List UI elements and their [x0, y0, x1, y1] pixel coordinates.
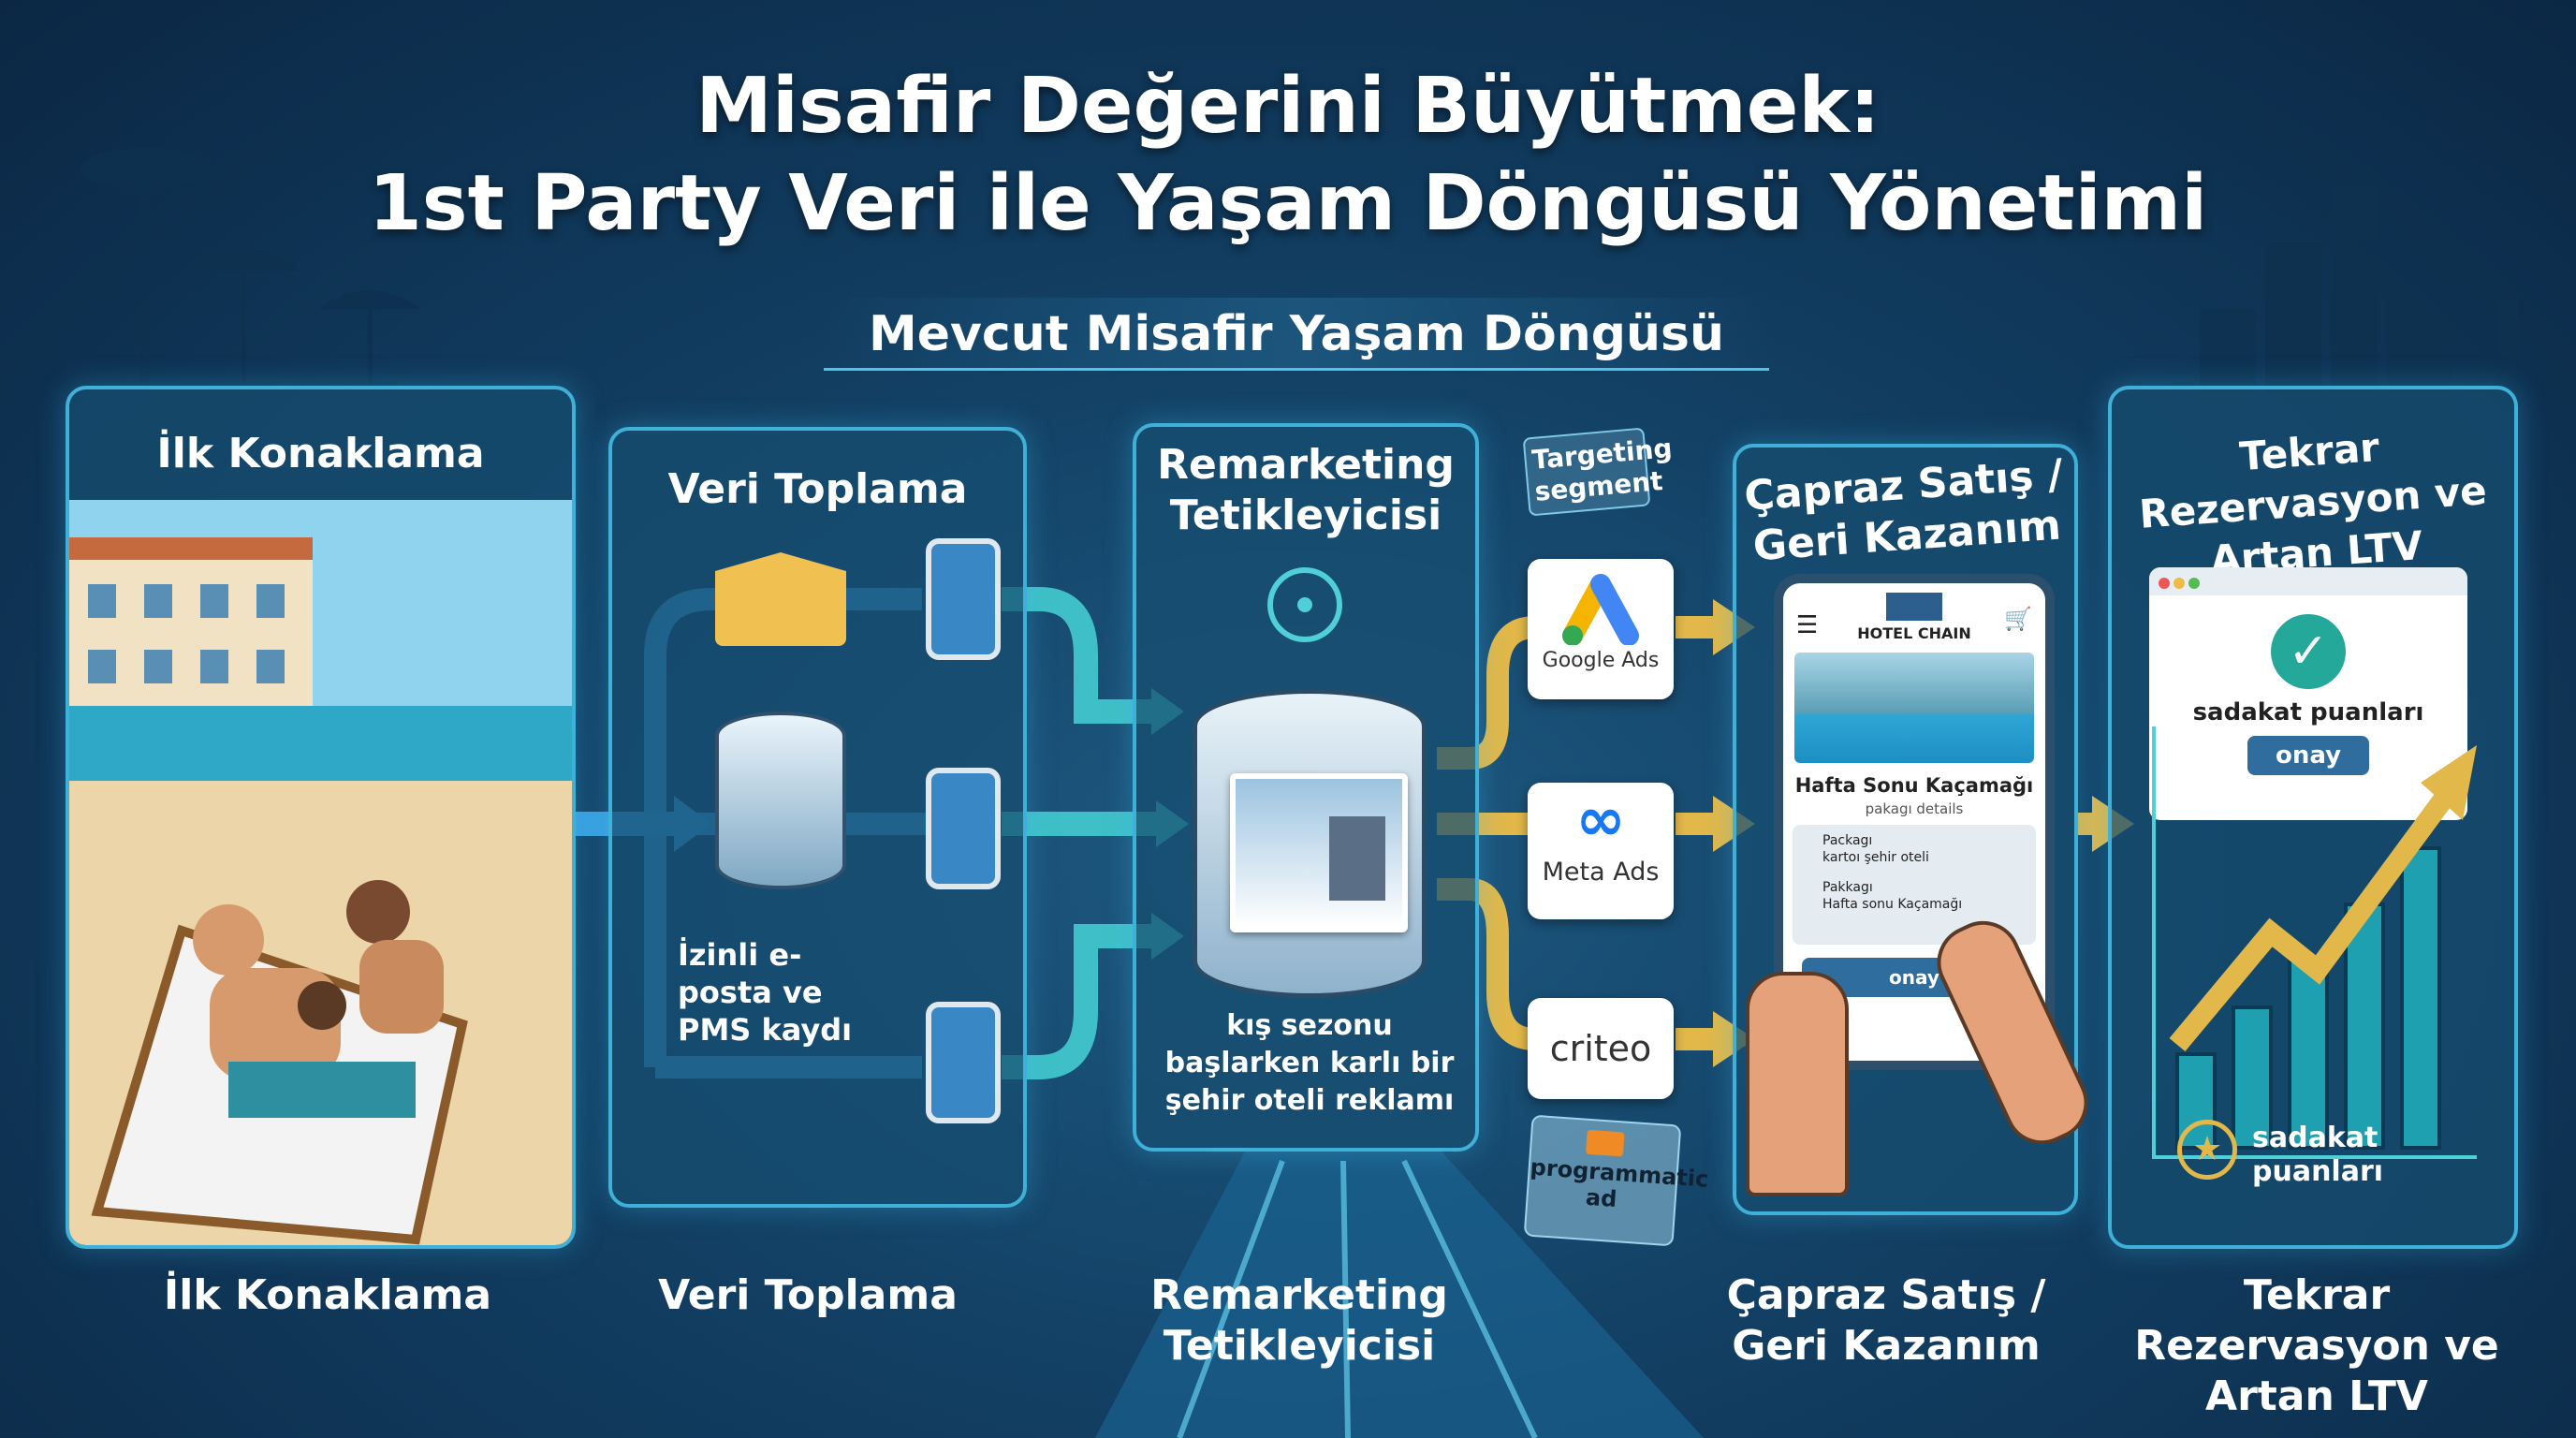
- stage-first-stay-panel: İlk Konaklama: [66, 386, 576, 1249]
- targeting-segment-label: Targeting segment: [1522, 427, 1674, 517]
- package-headline: Hafta Sonu Kaçamağı: [1794, 774, 2034, 797]
- growth-bar-chart-illustration: [2152, 726, 2477, 1159]
- database-icon: [715, 712, 846, 889]
- meta-ads-card[interactable]: ∞ Meta Ads: [1528, 783, 1674, 919]
- package-item[interactable]: Packagı kartoı şehir oteli: [1800, 832, 2028, 866]
- stage-title: Veri Toplama: [667, 465, 968, 513]
- meta-logo-icon: ∞: [1575, 785, 1626, 855]
- programmatic-logo-icon: [1585, 1129, 1625, 1157]
- hand-illustration: [1746, 972, 1849, 1196]
- loyalty-points-text: sadakat puanları: [2192, 698, 2424, 726]
- package-item-text: kartoı şehir oteli: [1822, 850, 1929, 865]
- phone-icon: [926, 538, 1001, 660]
- loyalty-confirm-button[interactable]: onay: [2247, 736, 2369, 775]
- road-glow: [1095, 1152, 1704, 1438]
- hotel-chain-brand: HOTEL CHAIN: [1857, 624, 1971, 642]
- target-crosshair-icon: [1267, 567, 1342, 642]
- stage-label-data-collection: Veri Toplama: [658, 1271, 958, 1319]
- email-envelope-icon: [715, 552, 846, 646]
- channel-label: Google Ads: [1542, 649, 1660, 672]
- menu-icon[interactable]: ☰: [1796, 611, 1819, 639]
- cart-icon[interactable]: 🛒: [2004, 606, 2032, 632]
- loyalty-window-card: ✓ sadakat puanları onay: [2149, 567, 2467, 820]
- stage-remarketing-panel: Remarketing Tetikleyicisi kış sezonu baş…: [1133, 423, 1479, 1152]
- remarketing-caption: kış sezonu başlarken karlı bir şehir ote…: [1164, 1009, 1455, 1117]
- programmatic-ad-card[interactable]: programmatic ad: [1523, 1114, 1710, 1247]
- palm-silhouette-icon: [80, 148, 421, 384]
- stage-label-repeat-booking: Tekrar Rezervasyon ve Artan LTV: [2134, 1271, 2499, 1420]
- pool-villa-image: [1794, 653, 2034, 763]
- stage-label-remarketing: Remarketing Tetikleyicisi: [1150, 1271, 1448, 1370]
- winter-hotel-ad-image: [1230, 773, 1408, 932]
- city-skyline-icon: [2200, 187, 2518, 393]
- channel-label: programmatic ad: [1529, 1153, 1710, 1213]
- beach-family-illustration: [69, 500, 572, 1245]
- title-line-2: 1st Party Veri ile Yaşam Döngüsü Yönetim…: [368, 159, 2208, 248]
- stage-cross-sell-panel: Çapraz Satış / Geri Kazanım ☰ 🛒 HOTEL CH…: [1733, 444, 2100, 1215]
- loyalty-points-badge-label: sadakat puanları: [2252, 1122, 2384, 1188]
- stage-data-collection-panel: Veri Toplama İzinli e-posta ve PMS kaydı: [608, 427, 1027, 1208]
- channel-label: Meta Ads: [1542, 858, 1660, 887]
- stage-title: Remarketing Tetikleyicisi: [1157, 441, 1455, 539]
- google-ads-logo-icon: [1562, 574, 1639, 646]
- criteo-logo: criteo: [1549, 1028, 1652, 1069]
- stage-label-first-stay: İlk Konaklama: [163, 1271, 492, 1319]
- lifecycle-subtitle: Mevcut Misafir Yaşam Döngüsü: [824, 298, 1769, 371]
- google-ads-card[interactable]: Google Ads: [1528, 559, 1674, 699]
- phone-icon: [926, 768, 1001, 889]
- data-collection-caption: İzinli e-posta ve PMS kaydı: [678, 937, 853, 1048]
- stage-label-cross-sell: Çapraz Satış / Geri Kazanım: [1726, 1271, 2046, 1370]
- package-item-text: Hafta sonu Kaçamağı: [1822, 897, 1963, 912]
- hotel-building-icon: [1886, 593, 1942, 621]
- stage-title: Çapraz Satış / Geri Kazanım: [1742, 450, 2065, 571]
- package-subheadline: pakagı details: [1865, 800, 1964, 817]
- criteo-card[interactable]: criteo: [1528, 998, 1674, 1099]
- star-badge-icon: ★: [2177, 1120, 2237, 1180]
- stage-repeat-booking-panel: Tekrar Rezervasyon ve Artan LTV ✓ sadaka…: [2108, 386, 2518, 1249]
- stage-title: Tekrar Rezervasyon ve Artan LTV: [2137, 423, 2489, 583]
- stage-title: İlk Konaklama: [156, 430, 485, 477]
- package-item-title: Pakkagı: [1822, 880, 1873, 895]
- phone-icon: [926, 1002, 1001, 1123]
- title-line-1: Misafir Değerini Büyütmek:: [695, 62, 1881, 151]
- package-item-title: Packagı: [1822, 833, 1873, 848]
- checkmark-icon: ✓: [2271, 614, 2346, 689]
